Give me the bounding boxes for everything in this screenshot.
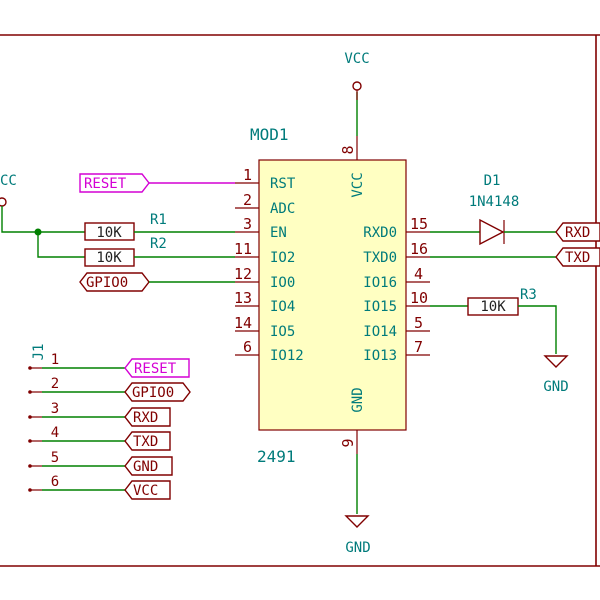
gnd-r3-symbol: [543, 355, 569, 368]
pin-name: RST: [270, 176, 296, 192]
pin-name: IO5: [270, 324, 295, 340]
svg-text:VCC: VCC: [133, 483, 158, 499]
pin-number: 5: [414, 314, 423, 332]
pin-name: IO15: [363, 299, 397, 315]
pin-number: 16: [410, 240, 428, 258]
gnd-r3-label: GND: [543, 379, 568, 395]
pin-number: 12: [234, 265, 252, 283]
reset-label-shape: [79, 173, 150, 193]
pin-name: IO4: [270, 299, 295, 315]
j1-pin: 5 GND: [28, 450, 173, 476]
svg-text:4: 4: [51, 425, 59, 441]
rxd-out-label-shape: [555, 222, 600, 242]
pin-name: IO13: [363, 348, 397, 364]
j1-reference: J1: [31, 344, 47, 361]
wire-r3-gnd: [518, 305, 557, 354]
j1-pin: 1 RESET: [28, 352, 190, 378]
diode-d1: [479, 218, 505, 246]
vcc-top-label: VCC: [344, 51, 369, 67]
pin-name: IO2: [270, 250, 295, 266]
j1-pin: 6 VCC: [28, 474, 171, 500]
wire-to-r2: [37, 232, 85, 258]
pin-name: IO12: [270, 348, 304, 364]
reset-label: RESET: [84, 176, 127, 192]
pin-number: 10: [410, 289, 428, 307]
r3-value: 10K: [480, 299, 506, 315]
svg-text:RXD: RXD: [133, 410, 158, 426]
module-body: [258, 159, 407, 431]
module-value: 2491: [257, 447, 296, 466]
pin-number: 3: [243, 215, 252, 233]
rxd-out-label: RXD: [565, 225, 590, 241]
module-reference: MOD1: [250, 125, 289, 144]
svg-text:3: 3: [51, 401, 59, 417]
wire-vcc-left: [1, 206, 38, 233]
gnd-bottom-symbol: [344, 515, 370, 528]
module-right-pins: [406, 231, 430, 356]
j1-pin: 2 GPIO0: [28, 376, 191, 402]
pin-number: 15: [410, 215, 428, 233]
r2-value: 10K: [96, 250, 122, 266]
pin-name: TXD0: [363, 250, 397, 266]
pin-name: IO16: [363, 275, 397, 291]
pin-name: IO0: [270, 275, 295, 291]
svg-text:GND: GND: [133, 459, 158, 475]
pin-number: 11: [234, 240, 252, 258]
svg-text:GPIO0: GPIO0: [132, 385, 174, 401]
d1-value: 1N4148: [469, 194, 520, 210]
pin-number: 4: [414, 265, 423, 283]
pin-name: ADC: [270, 201, 295, 217]
svg-text:2: 2: [51, 376, 59, 392]
vcc-left-symbol: [0, 197, 7, 207]
d1-reference: D1: [484, 173, 501, 189]
pin-name: EN: [270, 225, 287, 241]
gpio0-label-shape: [79, 272, 150, 292]
pin-name: GND: [350, 387, 366, 412]
r3-reference: R3: [520, 287, 537, 303]
pin-name: RXD0: [363, 225, 397, 241]
pin-number: 9: [339, 438, 357, 447]
r2-reference: R2: [150, 236, 167, 252]
pin-number: 1: [243, 166, 252, 184]
pin-number: 14: [234, 314, 252, 332]
vcc-top-symbol: [352, 81, 362, 91]
svg-text:TXD: TXD: [133, 434, 158, 450]
pin-number: 13: [234, 289, 252, 307]
pin-name: IO14: [363, 324, 397, 340]
svg-text:RESET: RESET: [134, 361, 177, 377]
pin-number: 6: [243, 338, 252, 356]
svg-text:1: 1: [51, 352, 59, 368]
svg-text:6: 6: [51, 474, 59, 490]
pin-number: 2: [243, 191, 252, 209]
r1-reference: R1: [150, 212, 167, 228]
j1-pin: 4 TXD: [28, 425, 171, 451]
gnd-bottom-label: GND: [345, 540, 370, 556]
txd-out-label-shape: [555, 247, 600, 267]
r1-value: 10K: [96, 225, 122, 241]
txd-out-label: TXD: [565, 250, 590, 266]
gpio0-label: GPIO0: [86, 275, 128, 291]
j1-pin: 3 RXD: [28, 401, 171, 427]
vcc-left-label: CC: [0, 173, 17, 189]
pin-number: 8: [339, 145, 357, 154]
pin-name: VCC: [350, 172, 366, 197]
module-left-pins: [235, 182, 259, 356]
pin-number: 7: [414, 338, 423, 356]
svg-text:5: 5: [51, 450, 59, 466]
